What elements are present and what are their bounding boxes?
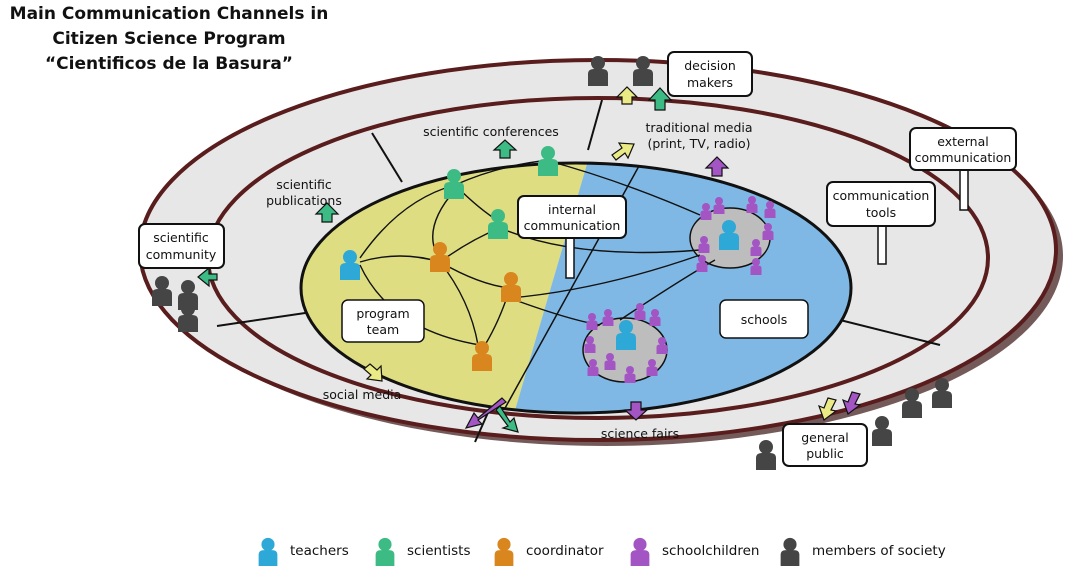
- coordinator-icon: [494, 537, 514, 566]
- decision-makers-line-2: makers: [687, 75, 733, 90]
- science-fairs-label: science fairs: [601, 426, 679, 441]
- internal-communication-line-1: internal: [548, 202, 596, 217]
- general-public-line-2: public: [806, 446, 844, 461]
- scientist-icon: [375, 537, 395, 566]
- scientific-publications-line-2: publications: [266, 193, 342, 208]
- legend-label: schoolchildren: [662, 543, 760, 559]
- arrow-up-icon: [314, 202, 340, 223]
- arrow-down-icon: [817, 397, 838, 421]
- communication-tools-line-2: tools: [866, 205, 896, 220]
- program-team-box: program team: [341, 299, 425, 343]
- external-communication-box: external communication: [909, 127, 1017, 171]
- arrow-up-icon: [647, 87, 673, 111]
- scientific-publications-line-1: scientific: [276, 177, 332, 192]
- legend-item-schoolchildren: schoolchildren: [628, 536, 759, 566]
- tools-sign-post: [877, 221, 887, 265]
- general-public-box: general public: [782, 423, 868, 467]
- scientific-community-line-2: community: [146, 247, 217, 262]
- legend-item-scientists: scientists: [373, 536, 470, 566]
- legend-item-coordinator: coordinator: [492, 536, 604, 566]
- arrow-diagonal-icon: [611, 142, 635, 161]
- decision-makers-box: decision makers: [667, 51, 753, 97]
- legend-item-members-of-society: members of society: [778, 536, 946, 566]
- decision-makers-line-1: decision: [684, 58, 736, 73]
- core-outline: [299, 161, 853, 415]
- traditional-media-line-2: (print, TV, radio): [647, 136, 750, 151]
- social-media-label: social media: [323, 387, 402, 402]
- internal-communication-line-2: communication: [524, 218, 621, 233]
- external-communication-line-2: communication: [915, 150, 1012, 165]
- society-member-icon: [780, 537, 800, 566]
- arrow-down-icon: [841, 391, 862, 415]
- ring-dividers: [216, 99, 941, 443]
- communication-tools-line-1: communication: [833, 188, 930, 203]
- title-line-1: Main Communication Channels in: [9, 4, 329, 24]
- teacher-icon: [258, 537, 278, 566]
- label-boxes: decision makers external communication c…: [138, 51, 1017, 467]
- external-sign-post: [959, 165, 969, 211]
- traditional-media-line-1: traditional media: [645, 120, 752, 135]
- legend-item-teachers: teachers: [256, 536, 349, 566]
- scientific-community-box: scientific community: [138, 223, 225, 269]
- internal-sign-post: [565, 235, 575, 279]
- channel-arrows: [197, 86, 862, 433]
- arrow-down-icon: [363, 363, 383, 382]
- scientific-community-line-1: scientific: [153, 230, 209, 245]
- schools-box: schools: [719, 299, 809, 339]
- general-public-line-1: general: [801, 430, 849, 445]
- arrow-down-icon: [623, 401, 649, 421]
- communication-diagram: decision makers external communication c…: [138, 51, 1063, 470]
- program-team-line-1: program: [356, 306, 409, 321]
- arrow-up-icon: [704, 156, 730, 177]
- title-line-3: “Cientificos de la Basura”: [45, 54, 293, 74]
- legend-label: teachers: [290, 543, 349, 559]
- arrow-diagonal-icon: [495, 405, 519, 433]
- internal-communication-box: internal communication: [517, 195, 627, 239]
- diagram-title: Main Communication Channels in Citizen S…: [4, 2, 334, 77]
- schoolchild-icon: [630, 537, 650, 566]
- program-team-line-2: team: [367, 322, 399, 337]
- legend: teachers scientists coordinator schoolch…: [0, 528, 1065, 578]
- arrow-up-icon: [615, 86, 639, 105]
- arrow-up-icon: [492, 139, 518, 159]
- external-communication-line-1: external: [937, 134, 988, 149]
- legend-label: scientists: [407, 543, 471, 559]
- society-member-icon: [872, 416, 892, 446]
- legend-label: coordinator: [526, 543, 604, 559]
- schools-label: schools: [741, 312, 788, 327]
- title-line-2: Citizen Science Program: [52, 29, 286, 49]
- channel-labels: scientific conferences traditional media…: [266, 120, 752, 441]
- communication-tools-box: communication tools: [826, 181, 936, 227]
- scientific-conferences-label: scientific conferences: [423, 124, 559, 139]
- legend-label: members of society: [812, 543, 946, 559]
- arrow-left-icon: [197, 266, 218, 288]
- arrow-diagonal-icon: [464, 397, 507, 429]
- society-member-icon: [756, 440, 776, 470]
